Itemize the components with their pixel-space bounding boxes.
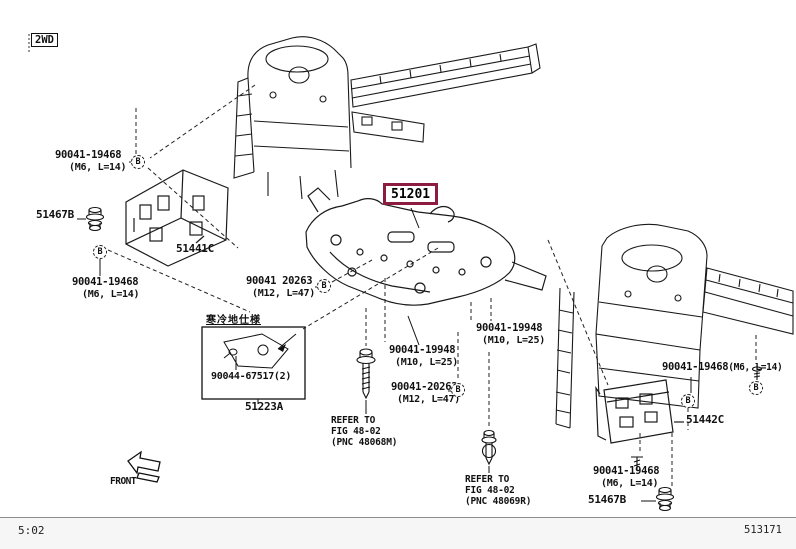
fastener-mark-b-5: B xyxy=(681,394,695,408)
crossmember-art xyxy=(305,187,547,306)
drivetrain-variant-tag: 2WD xyxy=(31,33,58,47)
footer-bar: 5:02 513171 xyxy=(0,517,796,549)
bolt-m10-left-icon xyxy=(356,348,376,400)
refer-note-left[interactable]: REFER TO FIG 48-02 (PNC 48068M) xyxy=(331,415,398,448)
part-label-clip-right[interactable]: 51467B xyxy=(588,493,626,506)
part-label-bolt-m6-right[interactable]: 90041-19468(M6, L=14) xyxy=(662,361,783,373)
part-label-inset-bracket[interactable]: 51223A xyxy=(245,400,283,413)
highlighted-part-callout[interactable]: 51201 xyxy=(383,183,439,205)
part-label-clip-left[interactable]: 51467B xyxy=(36,208,74,221)
part-label-bolt-m6-top-left[interactable]: 90041-19468 (M6, L=14) xyxy=(55,149,127,173)
leader-lines-dashed xyxy=(107,84,757,486)
fastener-mark-b-3: B xyxy=(317,279,331,293)
part-label-bracket-right[interactable]: 51442C xyxy=(686,413,724,426)
part-label-bolt-m12-center[interactable]: 90041-20263 (M12, L=47) xyxy=(391,381,460,405)
part-label-bracket-left[interactable]: 51441C xyxy=(176,242,214,255)
bracket-51442c-art xyxy=(595,379,684,444)
part-label-bolt-m12-left[interactable]: 90041 20263 (M12, L=47) xyxy=(246,275,315,299)
front-side-member-right-art xyxy=(555,223,794,429)
footer-sheet-code: 5:02 xyxy=(18,524,45,537)
part-label-bolt-m10-center[interactable]: 90041-19948 (M10, L=25) xyxy=(476,322,545,346)
fastener-mark-b-2: B xyxy=(93,245,107,259)
front-direction-label: FRONT xyxy=(110,476,137,487)
cold-climate-note: 寒冷地仕様 xyxy=(206,315,261,326)
part-label-inset-screw[interactable]: 90044-67517(2) xyxy=(211,371,292,382)
leader-lines-solid xyxy=(77,161,692,502)
footer-figure-number: 513171 xyxy=(744,524,782,536)
bolt-m10-center-icon xyxy=(481,429,497,466)
front-side-member-left-art xyxy=(233,36,541,200)
fastener-mark-b-4: B xyxy=(451,383,465,397)
part-label-bolt-m6-bottom-right[interactable]: 90041-19468 (M6, L=14) xyxy=(593,465,660,489)
part-label-bolt-m10-left[interactable]: 90041-19948 (M10, L=25) xyxy=(389,344,458,368)
inset-box-art xyxy=(201,326,306,404)
refer-note-center[interactable]: REFER TO FIG 48-02 (PNC 48069R) xyxy=(465,474,532,507)
fastener-mark-b-6: B xyxy=(749,381,763,395)
fastener-mark-b-1: B xyxy=(131,155,145,169)
clip-nut-right-icon xyxy=(655,486,675,512)
part-label-bolt-m6-bottom-left[interactable]: 90041-19468 (M6, L=14) xyxy=(72,276,140,300)
clip-nut-left-icon xyxy=(85,206,105,232)
